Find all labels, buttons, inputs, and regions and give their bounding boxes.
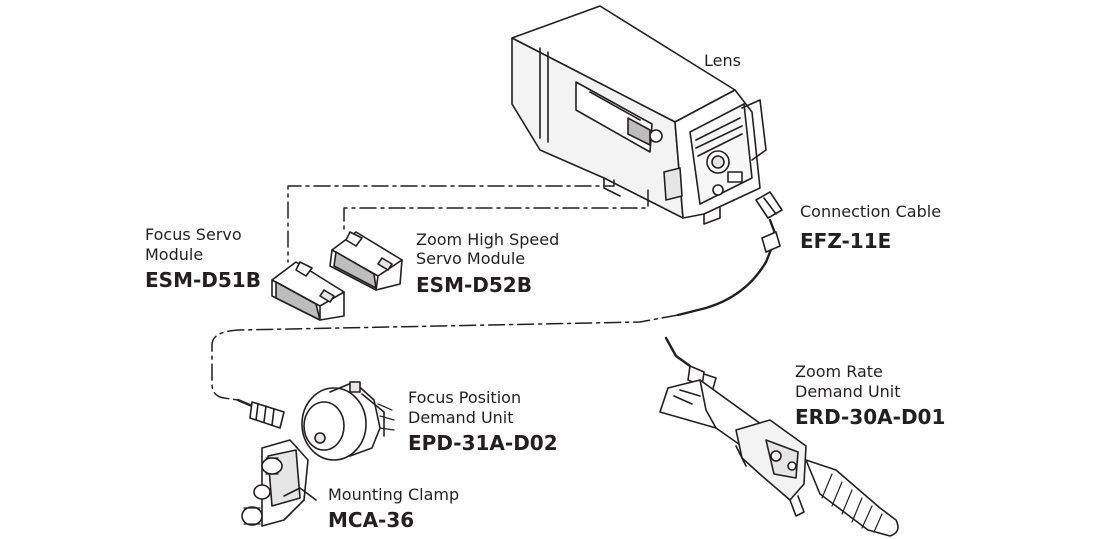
- zoom-servo-module-illustration: [329, 231, 403, 291]
- zoom-servo-label-line2: Servo Module: [416, 249, 526, 268]
- focus-demand-model: EPD-31A-D02: [408, 431, 558, 455]
- mounting-clamp-illustration: [241, 439, 317, 527]
- zoom-demand-unit-illustration: [659, 379, 899, 537]
- zoom-demand-label-line2: Demand Unit: [795, 382, 901, 401]
- clamp-label: Mounting Clamp: [328, 485, 460, 504]
- connection-cable-model: EFZ-11E: [800, 229, 892, 253]
- focus-demand-label-line2: Demand Unit: [408, 408, 514, 427]
- focus-demand-label-line1: Focus Position: [408, 388, 522, 407]
- clamp-model: MCA-36: [328, 508, 415, 532]
- focus-servo-label-line1: Focus Servo: [145, 225, 242, 244]
- connection-cable-illustration: [664, 191, 783, 393]
- connection-cable-label: Connection Cable: [800, 202, 942, 221]
- focus-demand-unit-illustration: [236, 381, 395, 461]
- zoom-demand-model: ERD-30A-D01: [795, 405, 946, 429]
- lens-illustration: [511, 5, 767, 225]
- cable-runs: [211, 179, 679, 401]
- lens-label: Lens: [704, 51, 741, 70]
- focus-servo-model: ESM-D51B: [145, 268, 261, 292]
- zoom-demand-label-line1: Zoom Rate: [795, 362, 883, 381]
- zoom-servo-model: ESM-D52B: [416, 273, 532, 297]
- focus-servo-module-illustration: [271, 261, 345, 321]
- focus-servo-label-line2: Module: [145, 245, 204, 264]
- zoom-servo-label-line1: Zoom High Speed: [416, 230, 560, 249]
